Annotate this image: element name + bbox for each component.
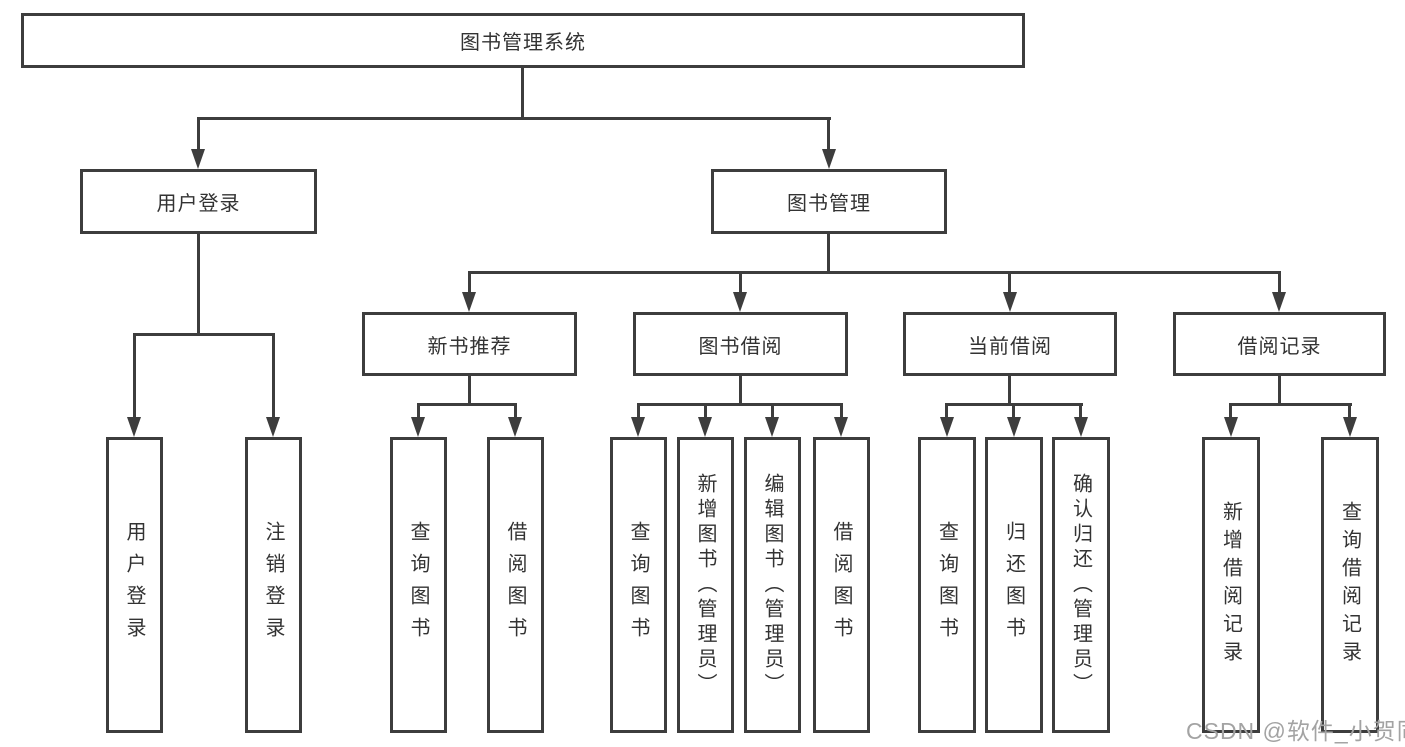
leaf-borrow-book-2-label: 借阅图书 xyxy=(830,521,852,649)
arrowhead-book-mgmt xyxy=(822,149,836,169)
leaf-add-borrow-record: 新增借阅记录 xyxy=(1202,437,1260,733)
connector-level1-bar xyxy=(197,117,831,120)
connector-drop-d1 xyxy=(945,403,948,421)
leaf-query-borrow-record: 查询借阅记录 xyxy=(1321,437,1379,733)
node-new-book-label: 新书推荐 xyxy=(427,335,512,358)
arrowhead-user-login xyxy=(191,149,205,169)
leaf-user-login-label: 用户登录 xyxy=(123,521,145,649)
connector-drop-d2 xyxy=(1012,403,1015,421)
leaf-query-borrow-record-label: 查询借阅记录 xyxy=(1338,501,1361,669)
connector-drop-book-borrow xyxy=(739,271,742,295)
node-book-borrow-label: 图书借阅 xyxy=(698,335,783,358)
connector-level2-bar xyxy=(468,271,1281,274)
leaf-borrow-book-2: 借阅图书 xyxy=(813,437,870,733)
arrowhead-current-borrow xyxy=(1003,292,1017,312)
leaf-edit-book-admin: 编辑图书（管理员） xyxy=(744,437,801,733)
arrowhead-c2 xyxy=(698,417,712,437)
connector-drop-c3 xyxy=(771,403,774,421)
node-new-book: 新书推荐 xyxy=(362,312,577,376)
connector-current-borrow-stem xyxy=(1008,376,1011,406)
leaf-query-book-3: 查询图书 xyxy=(918,437,976,733)
connector-drop-c2 xyxy=(704,403,707,421)
node-book-borrow: 图书借阅 xyxy=(633,312,848,376)
arrowhead-d1 xyxy=(940,417,954,437)
connector-borrow-record-stem xyxy=(1278,376,1281,406)
arrowhead-borrow-record xyxy=(1272,292,1286,312)
arrowhead-c4 xyxy=(834,417,848,437)
connector-new-book-bar xyxy=(417,403,517,406)
node-user-login-label: 用户登录 xyxy=(156,193,241,215)
connector-book-borrow-stem xyxy=(739,376,742,406)
connector-drop-c1 xyxy=(637,403,640,421)
arrowhead-c3 xyxy=(765,417,779,437)
leaf-return-book-label: 归还图书 xyxy=(1002,521,1025,649)
leaf-add-book-admin: 新增图书（管理员） xyxy=(677,437,734,733)
arrowhead-b2 xyxy=(508,417,522,437)
leaf-add-book-admin-label: 新增图书（管理员） xyxy=(694,472,716,698)
connector-drop-d3 xyxy=(1079,403,1082,421)
arrowhead-leaf-login xyxy=(127,417,141,437)
node-current-borrow: 当前借阅 xyxy=(903,312,1117,376)
csdn-watermark: CSDN @软件_小贺同学 xyxy=(1186,718,1405,744)
leaf-query-book-2: 查询图书 xyxy=(610,437,667,733)
connector-drop-b2 xyxy=(514,403,517,421)
connector-drop-e2 xyxy=(1348,403,1351,421)
node-borrow-record-label: 借阅记录 xyxy=(1237,335,1322,358)
arrowhead-d3 xyxy=(1074,417,1088,437)
node-borrow-record: 借阅记录 xyxy=(1173,312,1386,376)
arrowhead-c1 xyxy=(631,417,645,437)
leaf-confirm-return-admin-label: 确认归还（管理员） xyxy=(1069,472,1092,698)
arrowhead-book-borrow xyxy=(733,292,747,312)
connector-drop-e1 xyxy=(1229,403,1232,421)
leaf-query-book-1: 查询图书 xyxy=(390,437,447,733)
leaf-edit-book-admin-label: 编辑图书（管理员） xyxy=(761,472,783,698)
connector-user-login-stem xyxy=(197,234,200,336)
leaf-logout-label: 注销登录 xyxy=(262,521,284,649)
connector-drop-current-borrow xyxy=(1008,271,1011,295)
leaf-return-book: 归还图书 xyxy=(985,437,1043,733)
arrowhead-b1 xyxy=(411,417,425,437)
connector-borrow-record-bar xyxy=(1229,403,1352,406)
node-book-mgmt-label: 图书管理 xyxy=(787,193,871,215)
leaf-query-book-3-label: 查询图书 xyxy=(935,521,958,649)
arrowhead-leaf-logout xyxy=(266,417,280,437)
connector-drop-c4 xyxy=(840,403,843,421)
connector-new-book-stem xyxy=(468,376,471,406)
node-user-login: 用户登录 xyxy=(80,169,317,234)
connector-drop-user-login xyxy=(197,117,200,152)
node-root-label: 图书管理系统 xyxy=(460,32,586,54)
node-current-borrow-label: 当前借阅 xyxy=(968,335,1052,358)
connector-drop-b1 xyxy=(417,403,420,421)
node-root: 图书管理系统 xyxy=(21,13,1025,68)
arrowhead-new-book xyxy=(462,292,476,312)
arrowhead-e1 xyxy=(1224,417,1238,437)
connector-drop-leaf-login xyxy=(133,333,136,420)
connector-drop-book-mgmt xyxy=(827,117,830,152)
connector-book-borrow-bar xyxy=(637,403,843,406)
arrowhead-e2 xyxy=(1343,417,1357,437)
arrowhead-d2 xyxy=(1007,417,1021,437)
connector-root-stem xyxy=(521,68,524,119)
leaf-logout: 注销登录 xyxy=(245,437,302,733)
node-book-mgmt: 图书管理 xyxy=(711,169,947,234)
connector-drop-leaf-logout xyxy=(272,333,275,420)
leaf-confirm-return-admin: 确认归还（管理员） xyxy=(1052,437,1110,733)
connector-book-mgmt-stem xyxy=(827,234,830,274)
connector-drop-new-book xyxy=(468,271,471,295)
leaf-user-login: 用户登录 xyxy=(106,437,163,733)
leaf-query-book-2-label: 查询图书 xyxy=(627,521,649,649)
connector-user-login-bar xyxy=(133,333,275,336)
connector-drop-borrow-record xyxy=(1278,271,1281,295)
leaf-borrow-book-1-label: 借阅图书 xyxy=(504,521,526,649)
leaf-borrow-book-1: 借阅图书 xyxy=(487,437,544,733)
leaf-query-book-1-label: 查询图书 xyxy=(407,521,429,649)
leaf-add-borrow-record-label: 新增借阅记录 xyxy=(1219,501,1242,669)
